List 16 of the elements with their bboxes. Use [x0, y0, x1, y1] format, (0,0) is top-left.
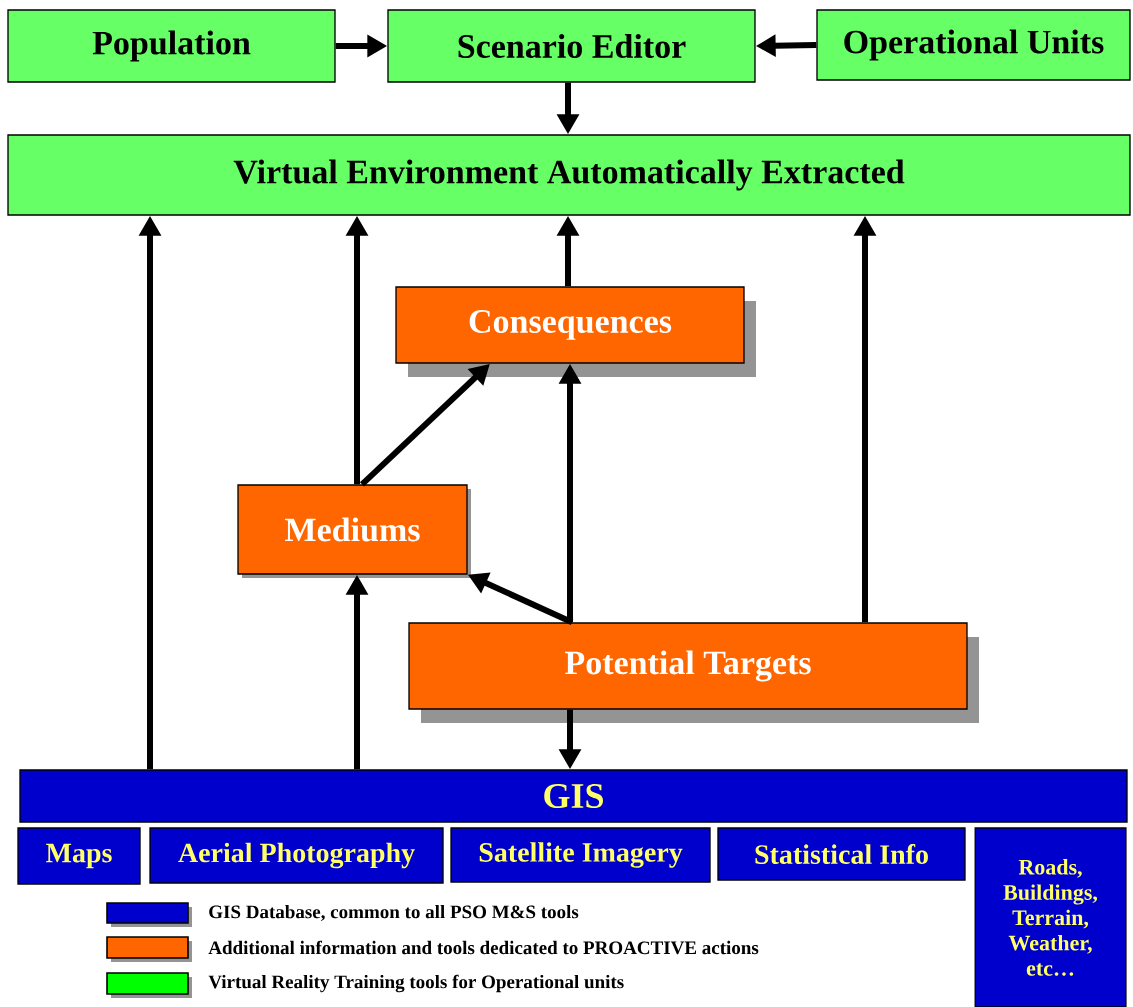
data-box: Satellite Imagery — [450, 827, 711, 883]
process-box: Population — [7, 9, 336, 83]
data-box: Aerial Photography — [149, 827, 444, 884]
process-box: Mediums — [237, 484, 471, 578]
legend-text: GIS Database, common to all PSO M&S tools — [209, 904, 579, 922]
process-box: Scenario Editor — [387, 9, 756, 83]
data-box: Roads, Buildings, Terrain, Weather, etc… — [974, 827, 1127, 1007]
process-box: Consequences — [395, 286, 756, 377]
legend-text: Additional information and tools dedicated to PROACTIVE actions — [208, 940, 759, 955]
data-box: Maps — [17, 827, 141, 885]
legend-text: Virtual Reality Training tools for Operational units — [208, 974, 624, 993]
process-box: Operational Units — [816, 9, 1131, 81]
database-bar: GIS — [19, 769, 1128, 823]
process-box: Potential Targets — [408, 622, 979, 723]
data-box: Statistical Info — [717, 827, 966, 881]
process-box: Virtual Environment Automatically Extracted — [7, 134, 1131, 216]
